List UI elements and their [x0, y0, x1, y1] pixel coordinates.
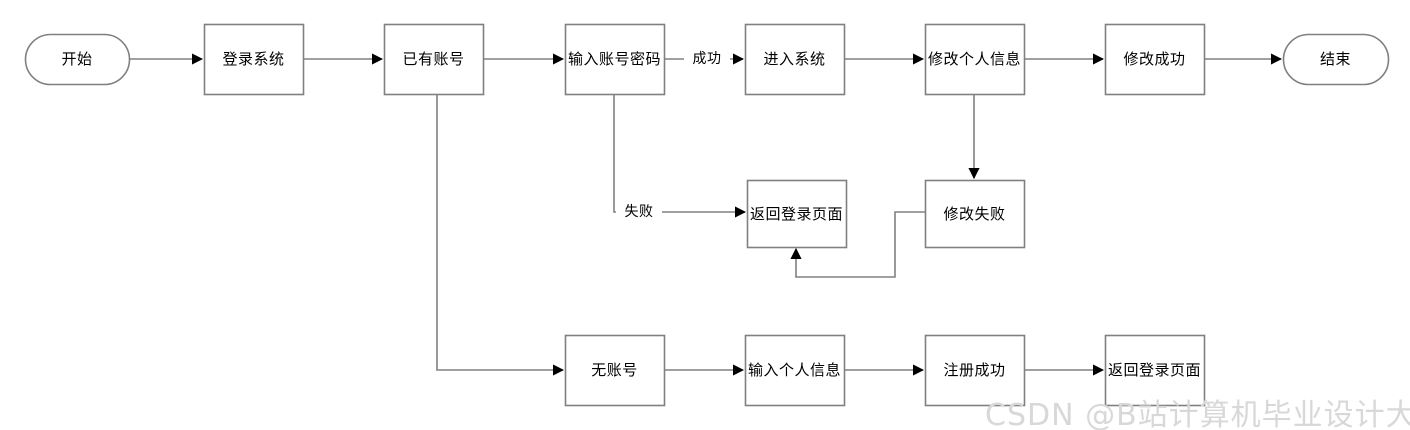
node-label-edit_success: 修改成功	[1123, 50, 1186, 68]
node-label-no_account: 无账号	[591, 361, 638, 379]
edge-label-success-label: 成功	[684, 49, 730, 69]
node-label-start: 开始	[61, 50, 93, 68]
node-label-reg_success: 注册成功	[943, 361, 1006, 379]
node-shape-has_account[interactable]	[383, 23, 485, 96]
node-label-back_login_2: 返回登录页面	[1107, 361, 1201, 379]
node-shape-no_account[interactable]	[564, 334, 666, 407]
node-shape-edit_fail[interactable]	[924, 179, 1026, 249]
node-shape-input_profile[interactable]	[744, 334, 846, 407]
node-shape-edit_success[interactable]	[1104, 23, 1206, 96]
flowchart-node-shapes	[24, 23, 1390, 407]
node-label-input_cred: 输入账号密码	[567, 50, 661, 68]
node-label-enter_system: 进入系统	[763, 50, 826, 68]
node-shape-login_system[interactable]	[203, 23, 305, 96]
node-shape-enter_system[interactable]	[744, 23, 846, 96]
node-shape-start[interactable]	[24, 33, 131, 86]
node-label-edit_profile: 修改个人信息	[927, 50, 1021, 68]
node-shape-edit_profile[interactable]	[924, 23, 1026, 96]
edge-input-cred-to-back-login	[613, 94, 747, 218]
edge-edit-fail-to-back-login	[790, 211, 925, 278]
node-shape-reg_success[interactable]	[924, 334, 1026, 407]
node-shape-end[interactable]	[1282, 33, 1390, 86]
node-shape-back_login_1[interactable]	[746, 179, 848, 249]
edge-label-fail-label: 失败	[616, 202, 662, 222]
node-label-login_system: 登录系统	[222, 50, 285, 68]
edge-has-account-to-no-account	[436, 94, 565, 376]
node-label-end: 结束	[1319, 50, 1351, 68]
node-label-has_account: 已有账号	[402, 50, 465, 68]
node-shape-back_login_2[interactable]	[1104, 334, 1206, 407]
node-label-edit_fail: 修改失败	[943, 204, 1006, 223]
node-shape-input_cred[interactable]	[564, 23, 666, 96]
node-label-input_profile: 输入个人信息	[747, 361, 841, 379]
node-label-back_login_1: 返回登录页面	[749, 204, 843, 223]
